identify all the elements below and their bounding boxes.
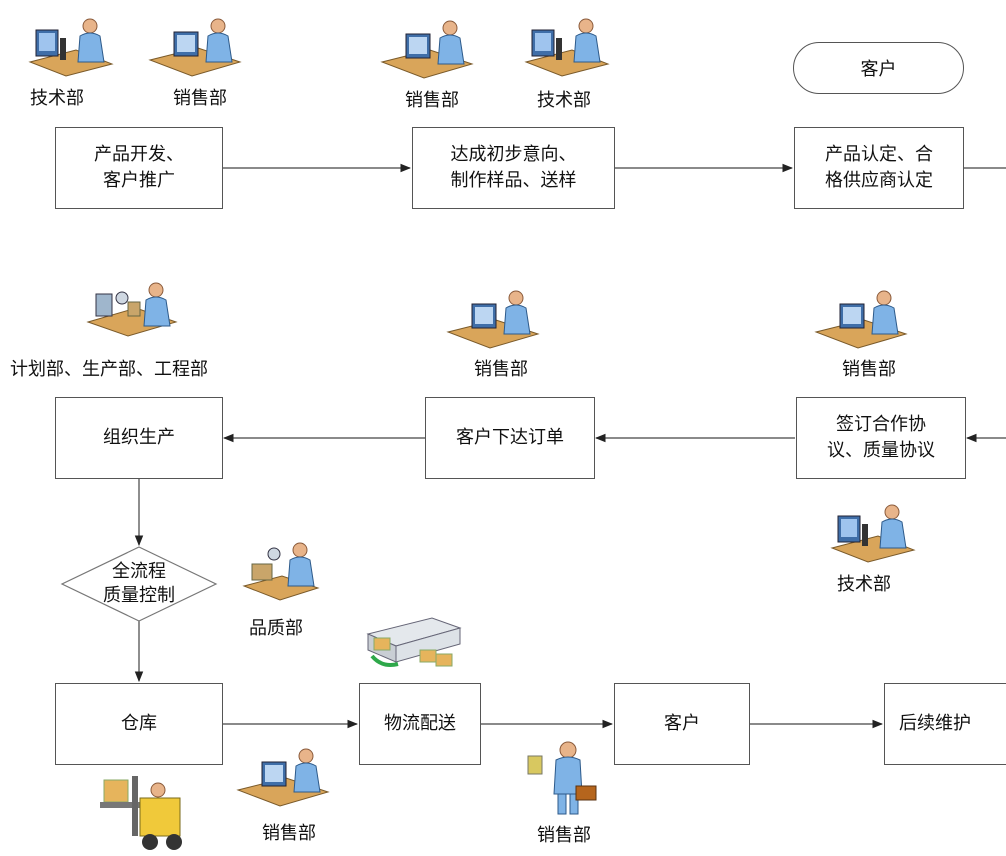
production-line-icon [86, 282, 178, 337]
node-product-dev-line2: 客户推广 [103, 170, 175, 191]
node-contract: 签订合作协议、质量协议 [796, 397, 966, 479]
delivery-truck-icon [366, 617, 462, 667]
technician-microscope-icon [830, 504, 916, 563]
node-intent-sample: 达成初步意向、制作样品、送样 [412, 127, 615, 209]
node-logistics: 物流配送 [359, 683, 481, 765]
node-logistics-label: 物流配送 [384, 713, 456, 734]
salesperson-computer-icon [380, 20, 474, 79]
node-contract-line2: 议、质量协议 [827, 440, 935, 461]
node-cert-line2: 格供应商认定 [825, 170, 933, 191]
node-production: 组织生产 [55, 397, 223, 479]
salesperson-computer-icon [814, 290, 908, 349]
role-sales-6: 销售部 [537, 825, 591, 846]
node-warehouse-label: 仓库 [121, 713, 157, 734]
role-sales-3: 销售部 [474, 359, 528, 380]
role-tech-2: 技术部 [537, 90, 591, 111]
qc-diamond-shape [60, 546, 218, 622]
node-customer-bottom-label: 客户 [664, 713, 700, 734]
role-sales-1: 销售部 [173, 88, 227, 109]
node-customer-top: 客户 [793, 42, 964, 94]
salesperson-computer-icon [446, 290, 540, 349]
node-intent-line1: 达成初步意向、 [450, 144, 577, 165]
role-sales-4: 销售部 [842, 359, 896, 380]
node-intent-line2: 制作样品、送样 [450, 170, 577, 191]
inspector-icon [242, 542, 320, 601]
node-qc-line1: 全流程 [112, 561, 166, 582]
node-customer-bottom: 客户 [614, 683, 750, 765]
salesperson-computer-icon [236, 748, 330, 807]
role-quality: 品质部 [249, 618, 303, 639]
role-sales-2: 销售部 [405, 90, 459, 111]
node-production-label: 组织生产 [103, 427, 175, 448]
role-tech-3: 技术部 [837, 574, 891, 595]
node-warehouse: 仓库 [55, 683, 223, 765]
role-plan-prod-eng: 计划部、生产部、工程部 [10, 359, 208, 380]
forklift-icon [100, 776, 182, 850]
node-after-service-label: 后续维护 [899, 713, 971, 734]
salesperson-standing-icon [527, 741, 597, 815]
node-qc-label: 全流程 质量控制 [89, 560, 189, 608]
salesperson-computer-icon [148, 18, 242, 77]
technician-microscope-icon [28, 18, 114, 77]
node-certification: 产品认定、合格供应商认定 [794, 127, 964, 209]
node-customer-top-label: 客户 [860, 59, 897, 80]
node-order: 客户下达订单 [425, 397, 595, 479]
role-tech-1: 技术部 [30, 88, 84, 109]
node-qc-line2: 质量控制 [103, 585, 175, 606]
node-product-dev-line1: 产品开发、 [94, 144, 184, 165]
node-after-service: 后续维护 [884, 683, 1006, 765]
technician-microscope-icon [524, 18, 610, 77]
node-product-dev: 产品开发、客户推广 [55, 127, 223, 209]
node-order-label: 客户下达订单 [456, 427, 564, 448]
role-sales-5: 销售部 [262, 823, 316, 844]
node-cert-line1: 产品认定、合 [825, 144, 933, 165]
node-contract-line1: 签订合作协 [836, 414, 926, 435]
